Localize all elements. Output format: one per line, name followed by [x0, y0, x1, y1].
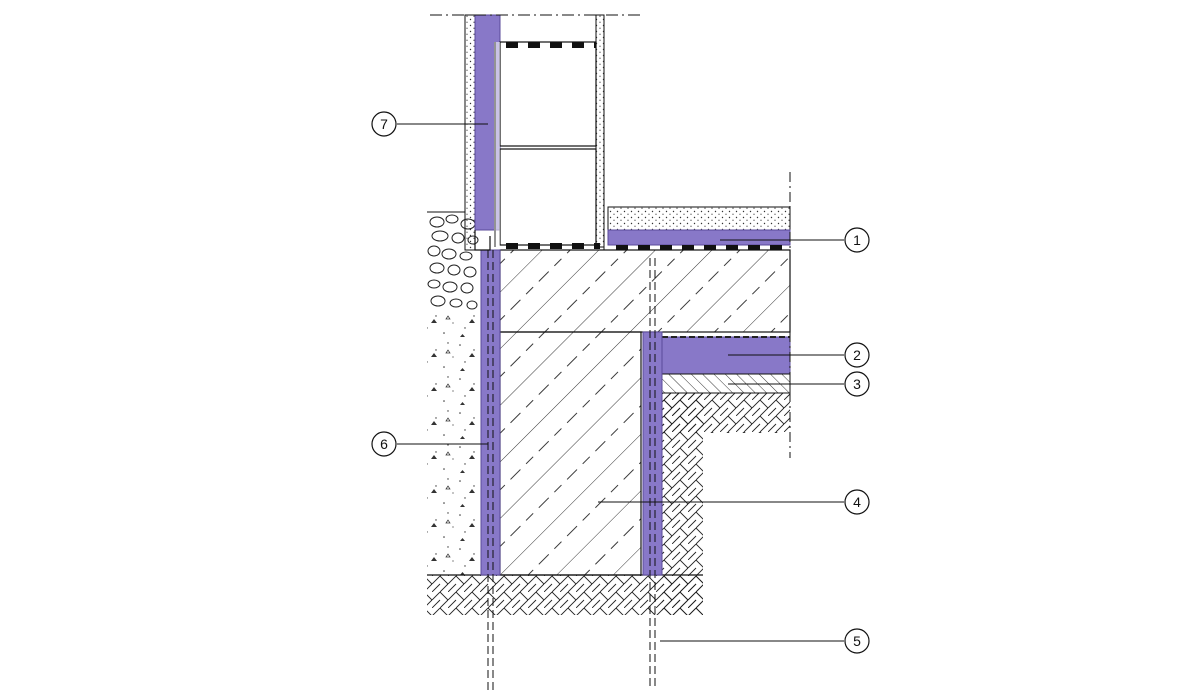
leader-lines	[397, 123, 844, 642]
compacted-earth-under-slab	[662, 393, 790, 433]
exterior-soil	[427, 315, 481, 575]
svg-text:5: 5	[853, 633, 861, 649]
ground-beam-concrete	[499, 249, 791, 333]
callout-2: 2	[844, 342, 870, 368]
floor-insulation-1	[607, 229, 791, 246]
callout-6: 6	[371, 431, 397, 457]
perimeter-insulation-6	[480, 249, 501, 576]
masonry-block-upper	[499, 41, 597, 147]
masonry-block-lower	[499, 148, 597, 246]
floor-screed	[607, 206, 791, 231]
svg-text:6: 6	[380, 436, 388, 452]
svg-text:3: 3	[853, 376, 861, 392]
callout-5: 5	[844, 628, 870, 654]
inner-insulation-strip	[642, 331, 663, 576]
svg-text:7: 7	[380, 116, 388, 132]
foundation-concrete	[499, 331, 642, 576]
callout-1: 1	[844, 227, 870, 253]
callout-4: 4	[844, 489, 870, 515]
svg-text:2: 2	[853, 347, 861, 363]
interior-plaster	[595, 14, 605, 248]
callout-3: 3	[844, 371, 870, 397]
callout-7: 7	[371, 111, 397, 137]
svg-text:4: 4	[853, 494, 861, 510]
floor-membrane	[608, 245, 790, 250]
wall-render	[464, 14, 476, 251]
compacted-earth-bottom	[427, 575, 703, 615]
svg-text:1: 1	[853, 232, 861, 248]
pile-lines	[487, 250, 656, 690]
